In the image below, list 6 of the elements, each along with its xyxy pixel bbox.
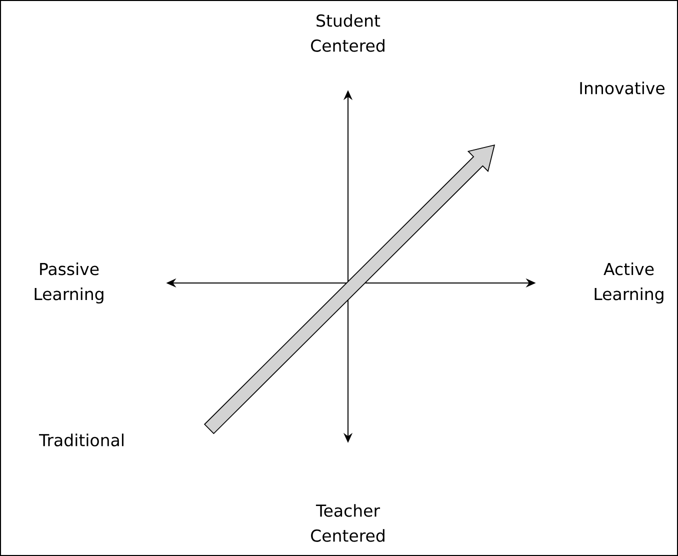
axis-label: Traditional [39, 434, 124, 446]
axis-label: Student Centered [311, 14, 384, 52]
axis-label: Innovative [580, 82, 664, 94]
axis-label: Active Learning [594, 262, 664, 304]
axis-label: Passive Learning [34, 262, 104, 304]
axis-label: Teacher Centered [311, 504, 384, 542]
